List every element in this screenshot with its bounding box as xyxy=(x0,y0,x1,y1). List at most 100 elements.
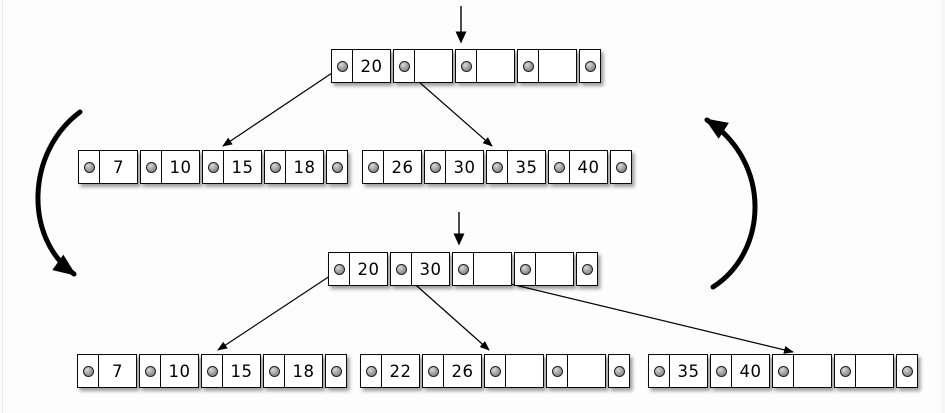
key-cell: 30 xyxy=(411,253,449,285)
node-unit-tail xyxy=(326,150,348,184)
pointer-dot-icon xyxy=(395,263,407,275)
key-cell: 7 xyxy=(98,355,136,387)
pointer-cell xyxy=(773,355,793,387)
pointer-cell xyxy=(423,355,443,387)
pointer-cell xyxy=(609,355,629,387)
node-unit xyxy=(834,354,894,388)
node-unit: 10 xyxy=(140,150,200,184)
pointer-dot-icon xyxy=(207,161,219,173)
pointer-cell xyxy=(141,151,161,183)
key-cell xyxy=(505,355,543,387)
node-unit: 18 xyxy=(264,150,324,184)
key-cell: 26 xyxy=(383,151,421,183)
pointer-cell xyxy=(835,355,855,387)
node-unit: 7 xyxy=(78,150,138,184)
pointer-dot-icon xyxy=(613,365,625,377)
pointer-cell xyxy=(361,355,381,387)
pointer-dot-icon xyxy=(519,263,531,275)
pointer-dot-icon xyxy=(489,365,501,377)
pointer-cell xyxy=(580,50,600,82)
pointer-dot-icon xyxy=(491,161,503,173)
btree-node-before-child-right: 26 30 35 40 xyxy=(362,150,632,184)
pointer-cell xyxy=(453,253,473,285)
pointer-cell xyxy=(327,151,347,183)
pointer-dot-icon xyxy=(82,365,94,377)
pointer-dot-icon xyxy=(427,365,439,377)
btree-node-after-child-right: 35 40 xyxy=(648,354,918,388)
pointer-cell xyxy=(332,50,352,82)
pointer-dot-icon xyxy=(584,60,596,72)
pointer-dot-icon xyxy=(615,161,627,173)
node-unit: 22 xyxy=(360,354,420,388)
pointer-cell xyxy=(140,355,160,387)
pointer-cell xyxy=(577,253,597,285)
pointer-dot-icon xyxy=(330,365,342,377)
key-cell: 26 xyxy=(443,355,481,387)
node-unit: 7 xyxy=(77,354,137,388)
pointer-dot-icon xyxy=(365,365,377,377)
node-unit-tail xyxy=(608,354,630,388)
key-cell xyxy=(855,355,893,387)
pointer-cell xyxy=(394,50,414,82)
pointer-cell xyxy=(391,253,411,285)
key-cell xyxy=(535,253,573,285)
key-cell: 18 xyxy=(284,355,322,387)
node-unit: 40 xyxy=(548,150,608,184)
key-cell: 20 xyxy=(352,50,390,82)
pointer-dot-icon xyxy=(581,263,593,275)
pointer-dot-icon xyxy=(333,263,345,275)
pointer-dot-icon xyxy=(398,60,410,72)
pointer-cell xyxy=(649,355,669,387)
pointer-dot-icon xyxy=(460,60,472,72)
key-cell xyxy=(414,50,452,82)
key-cell: 40 xyxy=(569,151,607,183)
pointer-cell xyxy=(79,151,99,183)
node-unit-tail xyxy=(579,49,601,83)
node-unit: 35 xyxy=(486,150,546,184)
pointer-dot-icon xyxy=(367,161,379,173)
node-unit: 30 xyxy=(424,150,484,184)
btree-node-before-root: 20 xyxy=(331,49,601,83)
pointer-cell xyxy=(425,151,445,183)
node-unit xyxy=(393,49,453,83)
key-cell: 35 xyxy=(669,355,707,387)
key-cell: 10 xyxy=(160,355,198,387)
node-unit: 26 xyxy=(362,150,422,184)
node-unit-tail xyxy=(325,354,347,388)
key-cell: 22 xyxy=(381,355,419,387)
pointer-dot-icon xyxy=(206,365,218,377)
key-cell xyxy=(473,253,511,285)
pointer-cell xyxy=(329,253,349,285)
page-edge-right xyxy=(941,0,945,413)
node-unit: 15 xyxy=(202,150,262,184)
btree-node-before-child-left: 7 10 15 18 xyxy=(78,150,348,184)
transition-arrow-left xyxy=(35,109,83,277)
node-unit: 10 xyxy=(139,354,199,388)
key-cell: 20 xyxy=(349,253,387,285)
node-unit: 18 xyxy=(263,354,323,388)
key-cell: 15 xyxy=(223,151,261,183)
node-unit: 20 xyxy=(331,49,391,83)
pointer-dot-icon xyxy=(83,161,95,173)
node-unit-tail xyxy=(896,354,918,388)
btree-node-after-child-left: 7 10 15 18 xyxy=(77,354,347,388)
pointer-dot-icon xyxy=(331,161,343,173)
key-cell: 10 xyxy=(161,151,199,183)
pointer-dot-icon xyxy=(777,365,789,377)
pointer-cell xyxy=(265,151,285,183)
btree-node-after-root: 20 30 xyxy=(328,252,598,286)
child-link-before-left xyxy=(222,66,342,147)
key-cell: 35 xyxy=(507,151,545,183)
pointer-cell xyxy=(487,151,507,183)
pointer-dot-icon xyxy=(901,365,913,377)
pointer-dot-icon xyxy=(715,365,727,377)
pointer-cell xyxy=(611,151,631,183)
node-unit: 35 xyxy=(648,354,708,388)
pointer-dot-icon xyxy=(551,365,563,377)
pointer-cell xyxy=(485,355,505,387)
pointer-cell xyxy=(897,355,917,387)
node-unit-tail xyxy=(576,252,598,286)
pointer-cell xyxy=(326,355,346,387)
node-unit xyxy=(455,49,515,83)
node-unit-tail xyxy=(610,150,632,184)
